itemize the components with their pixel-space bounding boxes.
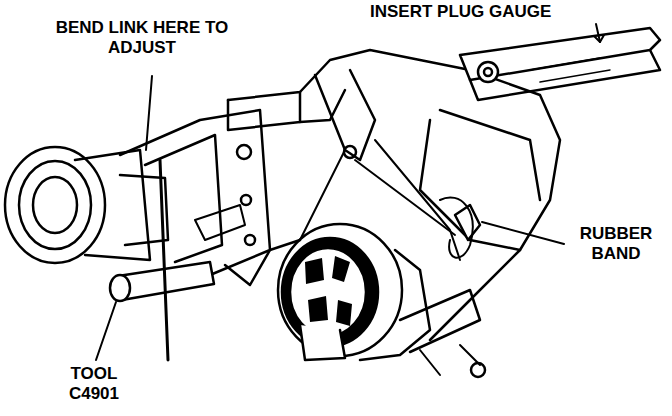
part-label: INSERT PLUG GAUGE [368, 2, 553, 22]
part-label: TOOL C4901 [56, 364, 132, 404]
part-label: BEND LINK HERE TO ADJUST [40, 18, 244, 58]
part-label: RUBBER BAND [566, 224, 666, 264]
